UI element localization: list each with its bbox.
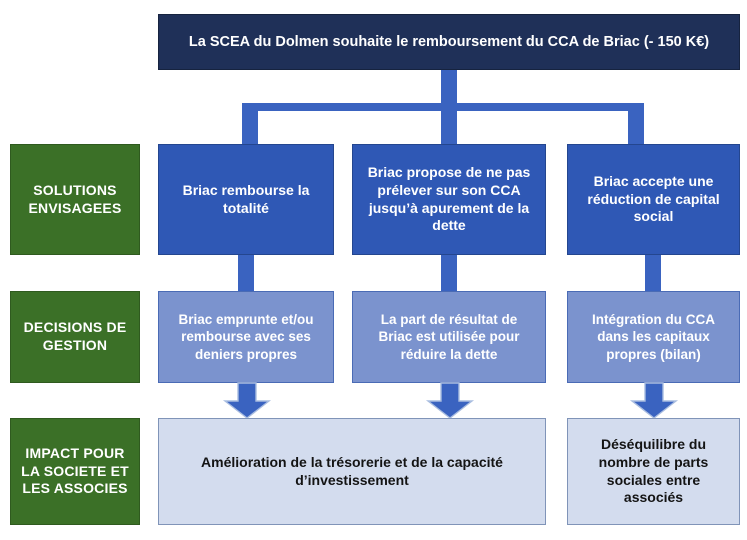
arrow-dec-2-to-impact — [425, 382, 475, 419]
arrow-dec-1-to-impact — [222, 382, 272, 419]
row-label-decisions: DECISIONS DE GESTION — [10, 291, 140, 383]
row-label-impact: IMPACT POUR LA SOCIETE ET LES ASSOCIES — [10, 418, 140, 525]
arrow-dec-3-to-impact — [629, 382, 679, 419]
impact-box-2: Déséquilibre du nombre de parts sociales… — [567, 418, 740, 525]
solution-box-2: Briac propose de ne pas prélever sur son… — [352, 144, 546, 255]
header-banner: La SCEA du Dolmen souhaite le remboursem… — [158, 14, 740, 70]
decision-box-2: La part de résultat de Briac est utilisé… — [352, 291, 546, 383]
solution-box-3: Briac accepte une réduction de capital s… — [567, 144, 740, 255]
decision-box-3: Intégration du CCA dans les capitaux pro… — [567, 291, 740, 383]
connector-header-to-sol-3 — [628, 103, 644, 145]
row-label-solutions: SOLUTIONS ENVISAGEES — [10, 144, 140, 255]
decision-box-1: Briac emprunte et/ou rembourse avec ses … — [158, 291, 334, 383]
connector-sol-1-to-dec-1 — [238, 255, 254, 292]
solution-box-1: Briac rembourse la totalité — [158, 144, 334, 255]
connector-header-drop — [441, 70, 457, 108]
connector-header-to-sol-2 — [441, 103, 457, 145]
connector-header-to-sol-1 — [242, 103, 258, 145]
connector-sol-3-to-dec-3 — [645, 255, 661, 292]
connector-sol-2-to-dec-2 — [441, 255, 457, 292]
impact-box-1: Amélioration de la trésorerie et de la c… — [158, 418, 546, 525]
